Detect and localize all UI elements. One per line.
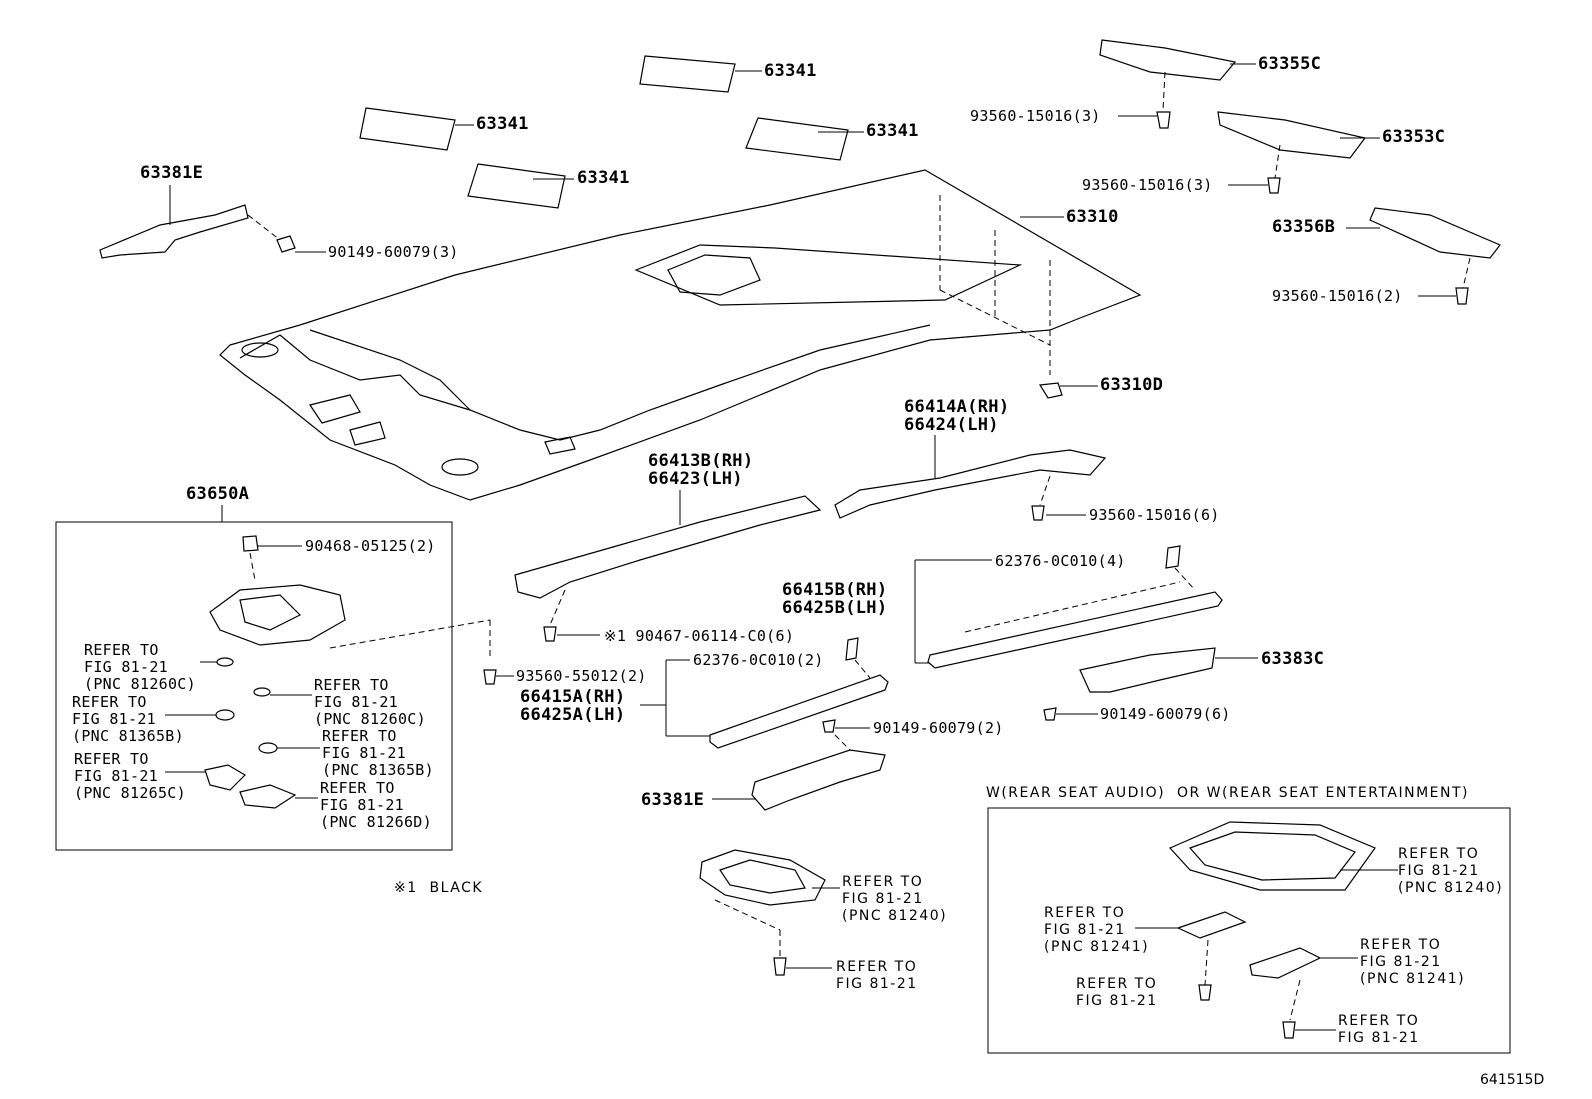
pad-63341-d	[467, 163, 574, 209]
label-63310d: 63310D	[1100, 375, 1164, 395]
strip-66415b	[914, 545, 1223, 669]
label-90468: 90468-05125(2)	[305, 537, 436, 555]
label-62376-b: 62376-0C010(2)	[693, 651, 824, 669]
label-90149-top: 90149-60079(3)	[328, 243, 459, 261]
pad-63341-a	[639, 55, 762, 93]
pad-63341-c	[745, 117, 864, 161]
box-63650a	[55, 505, 491, 851]
refer-label: REFER TO FIG 81-21 (PNC 81240)	[1398, 846, 1504, 896]
rail-66413b	[514, 490, 822, 642]
label-93560-e: 93560-55012(2)	[516, 667, 647, 685]
label-66415b: 66415B(RH) 66425B(LH)	[782, 580, 888, 618]
refer-label: REFER TO FIG 81-21 (PNC 81365B)	[72, 693, 184, 745]
diagram-id: 641515D	[1480, 1072, 1545, 1088]
variant-box-title: W(REAR SEAT AUDIO) OR W(REAR SEAT ENTERT…	[986, 785, 1470, 801]
bracket-63353c	[1217, 111, 1380, 194]
bracket-63356b	[1346, 207, 1501, 305]
label-93560-a: 93560-15016(3)	[970, 107, 1101, 125]
refer-label: REFER TO FIG 81-21 (PNC 81266D)	[320, 779, 432, 831]
lamp-81240-center	[699, 849, 840, 976]
refer-label: REFER TO FIG 81-21 (PNC 81265C)	[74, 750, 186, 802]
label-93560-d: 93560-15016(6)	[1089, 506, 1220, 524]
label-63355c: 63355C	[1258, 54, 1322, 74]
refer-label: REFER TO FIG 81-21	[1076, 976, 1158, 1009]
label-63310: 63310	[1066, 207, 1119, 227]
label-63356b: 63356B	[1272, 217, 1336, 237]
pad-63341-b	[359, 107, 474, 151]
label-66414a: 66414A(RH) 66424(LH)	[904, 397, 1010, 435]
box-rear-seat	[987, 807, 1511, 1054]
label-93560-c: 93560-15016(2)	[1272, 287, 1403, 305]
label-90467: ※1 90467-06114-C0(6)	[604, 627, 795, 645]
label-63341-b: 63341	[476, 114, 529, 134]
headliner-63310	[219, 169, 1142, 501]
label-63650a: 63650A	[186, 484, 250, 504]
strip-66415a	[640, 637, 889, 749]
rail-66414a	[834, 435, 1107, 521]
label-63381e-top: 63381E	[140, 163, 204, 183]
bracket-63355c	[1099, 39, 1256, 129]
refer-label: REFER TO FIG 81-21 (PNC 81365B)	[322, 727, 434, 779]
label-63381e-bottom: 63381E	[641, 790, 705, 810]
refer-label: REFER TO FIG 81-21	[1338, 1013, 1420, 1046]
bracket-63381e-bottom	[712, 719, 886, 811]
refer-label: REFER TO FIG 81-21 (PNC 81260C)	[314, 676, 426, 728]
label-63341-a: 63341	[764, 61, 817, 81]
label-66413b: 66413B(RH) 66423(LH)	[648, 451, 754, 489]
label-93560-b: 93560-15016(3)	[1082, 176, 1213, 194]
label-90149-b: 90149-60079(6)	[1100, 705, 1231, 723]
refer-label: REFER TO FIG 81-21 (PNC 81241)	[1360, 937, 1466, 987]
label-90149-c: 90149-60079(2)	[873, 719, 1004, 737]
label-63353c: 63353C	[1382, 127, 1446, 147]
bracket-63383c	[1043, 647, 1258, 721]
refer-label: REFER TO FIG 81-21 (PNC 81241)	[1044, 905, 1150, 955]
label-63341-c: 63341	[866, 121, 919, 141]
label-66415a: 66415A(RH) 66425A(LH)	[520, 687, 626, 725]
label-63341-d: 63341	[577, 168, 630, 188]
clip-63310d	[1038, 382, 1098, 399]
label-63383c: 63383C	[1261, 649, 1325, 669]
refer-label: REFER TO FIG 81-21 (PNC 81260C)	[84, 641, 196, 693]
label-62376-a: 62376-0C010(4)	[995, 552, 1126, 570]
refer-label: REFER TO FIG 81-21	[836, 959, 918, 992]
refer-label: REFER TO FIG 81-21 (PNC 81240)	[842, 874, 948, 924]
bracket-63381e-top	[99, 185, 326, 259]
note-black: ※1 BLACK	[394, 880, 484, 896]
screw-93560-55012	[483, 669, 514, 685]
